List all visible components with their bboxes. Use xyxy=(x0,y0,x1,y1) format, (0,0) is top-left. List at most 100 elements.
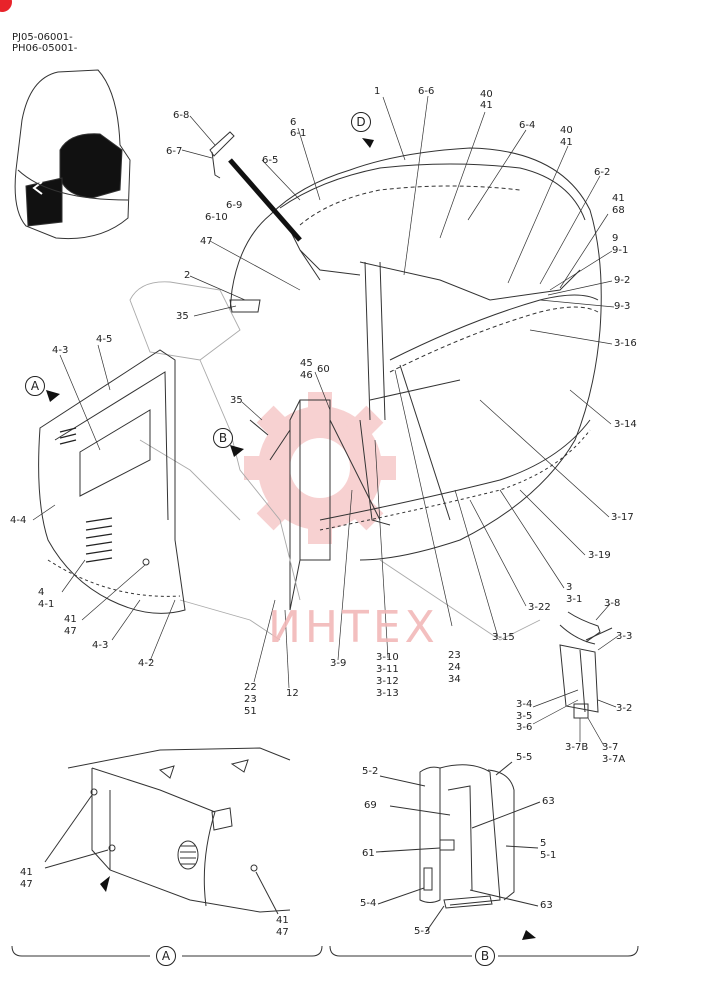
watermark-text: ИНТЕХ xyxy=(268,602,439,653)
part-label: 5-1 xyxy=(540,850,557,861)
part-label: 47 xyxy=(64,626,77,637)
part-label: 45 xyxy=(300,358,313,369)
part-label: 3-19 xyxy=(588,550,611,561)
part-label: 6-5 xyxy=(262,155,279,166)
hinge-bracket xyxy=(209,131,321,313)
callout-view-a: A xyxy=(25,376,45,396)
corner-marker xyxy=(0,0,12,12)
part-label: 41 xyxy=(560,137,573,148)
part-label: 24 xyxy=(448,662,461,673)
machine-thumbnail xyxy=(14,69,131,240)
part-label: 3-22 xyxy=(528,602,551,613)
part-label: 41 xyxy=(480,100,493,111)
part-label: 1 xyxy=(374,86,381,97)
part-label: 3-5 xyxy=(516,711,533,722)
detail-b-drawing xyxy=(375,761,541,933)
part-label: 63 xyxy=(542,796,555,807)
part-label: 46 xyxy=(300,370,313,381)
part-label: 23 xyxy=(244,694,257,705)
part-label: 41 xyxy=(20,867,33,878)
part-label: 6 xyxy=(290,117,297,128)
part-label: 3-15 xyxy=(492,632,515,643)
part-label: 3-2 xyxy=(616,703,633,714)
part-label: 2 xyxy=(184,270,191,281)
part-label: 69 xyxy=(364,800,377,811)
part-label: 5-5 xyxy=(516,752,533,763)
part-label: 3-17 xyxy=(611,512,634,523)
part-label: 4-3 xyxy=(52,345,69,356)
part-label: 9 xyxy=(612,233,619,244)
part-label: 3-10 xyxy=(376,652,399,663)
part-label: 35 xyxy=(176,311,189,322)
detail-separators xyxy=(11,945,639,957)
part-label: 9-1 xyxy=(612,245,629,256)
part-label: 4-1 xyxy=(38,599,55,610)
part-label: 6-6 xyxy=(418,86,435,97)
part-label: 3-16 xyxy=(614,338,637,349)
part-label: 47 xyxy=(20,879,33,890)
part-label: 4 xyxy=(38,587,45,598)
part-label: 5-2 xyxy=(362,766,379,777)
front-cover-assembly xyxy=(38,349,186,614)
part-label: 6-2 xyxy=(594,167,611,178)
part-label: 4-3 xyxy=(92,640,109,651)
part-label: 3-7A xyxy=(602,754,626,765)
part-label: 9-2 xyxy=(614,275,631,286)
part-label: 6-8 xyxy=(173,110,190,121)
part-label: 51 xyxy=(244,706,257,717)
part-label: 6-4 xyxy=(519,120,536,131)
part-label: 3-4 xyxy=(516,699,533,710)
part-label: 61 xyxy=(362,848,375,859)
part-label: 3-1 xyxy=(566,594,583,605)
part-label: 3-14 xyxy=(614,419,637,430)
callout-view-b: B xyxy=(213,428,233,448)
callout-view-d: D xyxy=(351,112,371,132)
part-label: 3-13 xyxy=(376,688,399,699)
part-label: 3 xyxy=(566,582,573,593)
part-label: 68 xyxy=(612,205,625,216)
part-label: 9-3 xyxy=(614,301,631,312)
part-label: 3-6 xyxy=(516,722,533,733)
part-label: 4-4 xyxy=(10,515,27,526)
section-label-b: B xyxy=(475,946,495,966)
part-label: 3-7 xyxy=(602,742,619,753)
part-label: 6-10 xyxy=(205,212,228,223)
part-label: 47 xyxy=(200,236,213,247)
part-label: 41 xyxy=(276,915,289,926)
part-label: 47 xyxy=(276,927,289,938)
latch-detail xyxy=(559,611,613,719)
part-label: 35 xyxy=(230,395,243,406)
part-label: 6-1 xyxy=(290,128,307,139)
leader-lines xyxy=(32,95,619,747)
part-label: 22 xyxy=(244,682,257,693)
part-label: 40 xyxy=(480,89,493,100)
chassis-outline xyxy=(129,281,541,641)
part-label: 63 xyxy=(540,900,553,911)
part-label: 3-8 xyxy=(604,598,621,609)
section-label-a: A xyxy=(156,946,176,966)
part-label: 34 xyxy=(448,674,461,685)
serial-range-2: PH06-05001- xyxy=(12,43,78,54)
part-label: 3-9 xyxy=(330,658,347,669)
part-label: 23 xyxy=(448,650,461,661)
part-label: 3-12 xyxy=(376,676,399,687)
part-label: 5-4 xyxy=(360,898,377,909)
part-label: 5-3 xyxy=(414,926,431,937)
serial-range-1: PJ05-06001- xyxy=(12,32,73,43)
engine-hood-assembly xyxy=(229,147,602,611)
part-label: 3-11 xyxy=(376,664,399,675)
part-label: 4-2 xyxy=(138,658,155,669)
watermark-logo xyxy=(244,392,396,544)
part-label: 3-3 xyxy=(616,631,633,642)
part-label: 5 xyxy=(540,838,547,849)
detail-a-drawing xyxy=(44,747,291,915)
part-label: 40 xyxy=(560,125,573,136)
part-label: 12 xyxy=(286,688,299,699)
part-label: 6-7 xyxy=(166,146,183,157)
part-label: 60 xyxy=(317,364,330,375)
part-label: 4-5 xyxy=(96,334,113,345)
part-label: 6-9 xyxy=(226,200,243,211)
part-label: 41 xyxy=(612,193,625,204)
